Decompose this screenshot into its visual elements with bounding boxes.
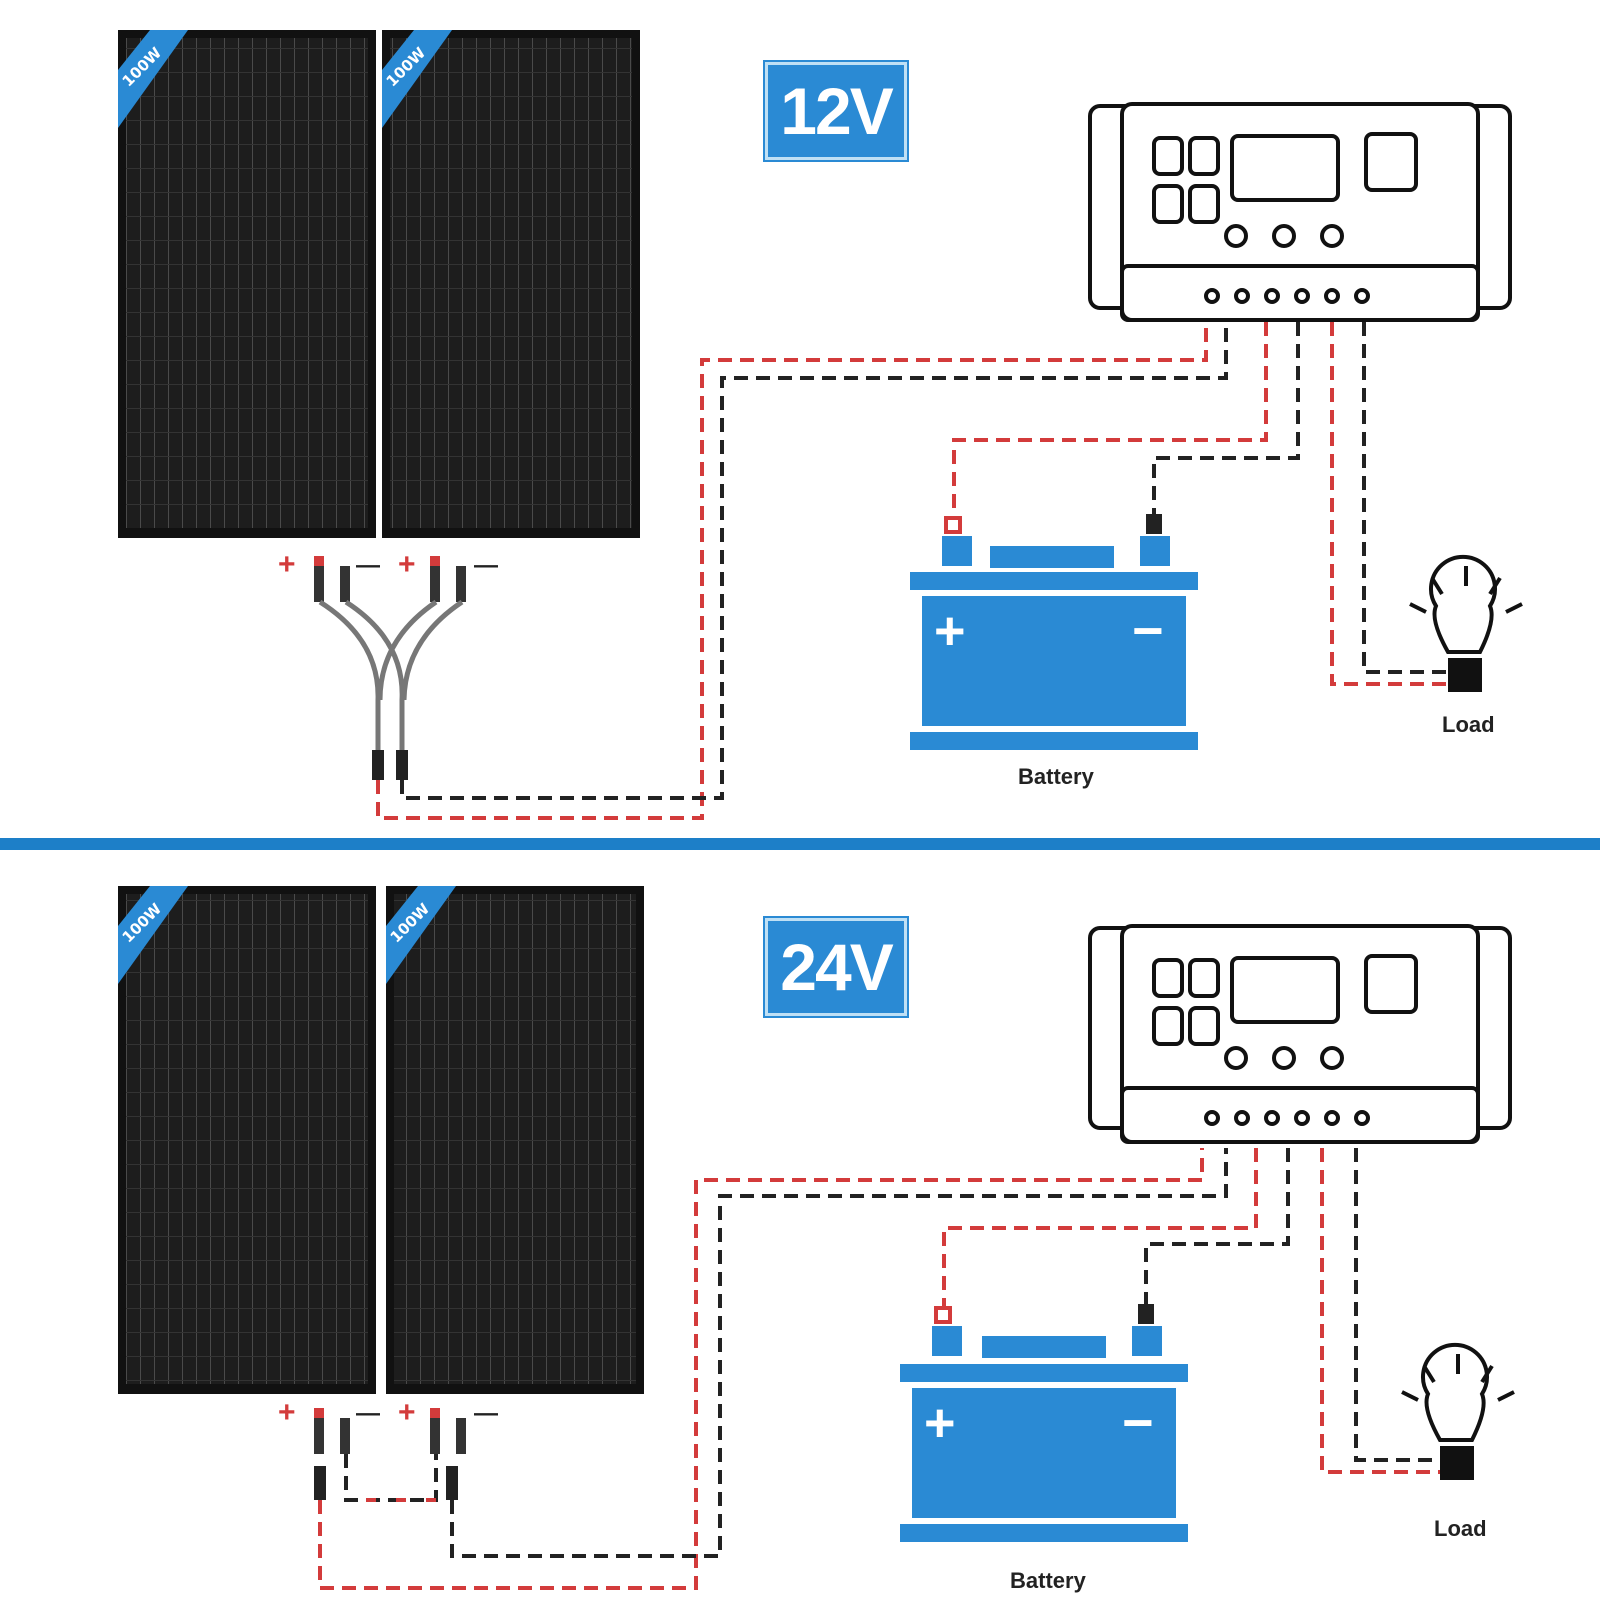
battery — [910, 514, 1198, 750]
pv-positive-wire — [376, 322, 1208, 820]
load-label: Load — [1434, 1516, 1487, 1541]
voltage-badge: 12V — [763, 60, 909, 162]
connector-plus-right: + — [398, 548, 416, 581]
charge-controller — [1088, 924, 1512, 1144]
wiring-diagram-24v — [118, 886, 1515, 1590]
connector-minus-left: — — [356, 1400, 380, 1427]
load-bulb-icon — [1401, 1342, 1515, 1480]
wattage-ribbon-left — [118, 886, 188, 984]
series-jumper-negative — [344, 1454, 438, 1502]
connector-plus-left: + — [278, 548, 296, 581]
battery-plus-sign: + — [924, 1393, 956, 1453]
panel-connectors — [314, 1408, 466, 1500]
battery-minus-sign: − — [1132, 601, 1164, 661]
section-divider — [0, 838, 1600, 850]
battery-positive-wire — [942, 1148, 1258, 1310]
wattage-ribbon-right — [386, 886, 456, 984]
battery-negative-wire — [1144, 1148, 1290, 1310]
battery-label: Battery — [1010, 1568, 1086, 1593]
load-positive-wire — [1330, 322, 1460, 686]
solar-panel-left — [118, 886, 376, 1394]
solar-panel-left — [118, 30, 376, 538]
solar-panel-right — [382, 30, 640, 538]
wattage-ribbon-left — [118, 30, 188, 128]
battery-minus-sign: − — [1122, 1393, 1154, 1453]
pv-positive-wire — [318, 1148, 1204, 1590]
connector-plus-right: + — [398, 1396, 416, 1429]
wattage-ribbon-right — [382, 30, 452, 128]
connector-plus-left: + — [278, 1396, 296, 1429]
wiring-diagram-12v — [118, 30, 1523, 820]
solar-panel-right — [386, 886, 644, 1394]
charge-controller — [1088, 102, 1512, 322]
connector-minus-right: — — [474, 552, 498, 579]
battery-plus-sign: + — [934, 601, 966, 661]
battery — [900, 1304, 1188, 1542]
connector-minus-left: — — [356, 552, 380, 579]
battery-positive-wire — [952, 322, 1268, 520]
voltage-badge: 24V — [763, 916, 909, 1018]
load-bulb-icon — [1409, 554, 1523, 692]
pv-negative-wire — [450, 1148, 1228, 1558]
load-negative-wire — [1354, 1148, 1452, 1462]
load-label: Load — [1442, 712, 1495, 737]
battery-label: Battery — [1018, 764, 1094, 789]
panel-connectors — [314, 556, 466, 780]
battery-negative-wire — [1152, 322, 1300, 520]
connector-minus-right: — — [474, 1400, 498, 1427]
section-12v: 12V 100W 100W + — + — + − Battery Load — [118, 30, 1523, 820]
load-negative-wire — [1362, 322, 1460, 674]
section-24v: 24V 100W 100W + — + — + − Battery Load — [0, 852, 1600, 1600]
